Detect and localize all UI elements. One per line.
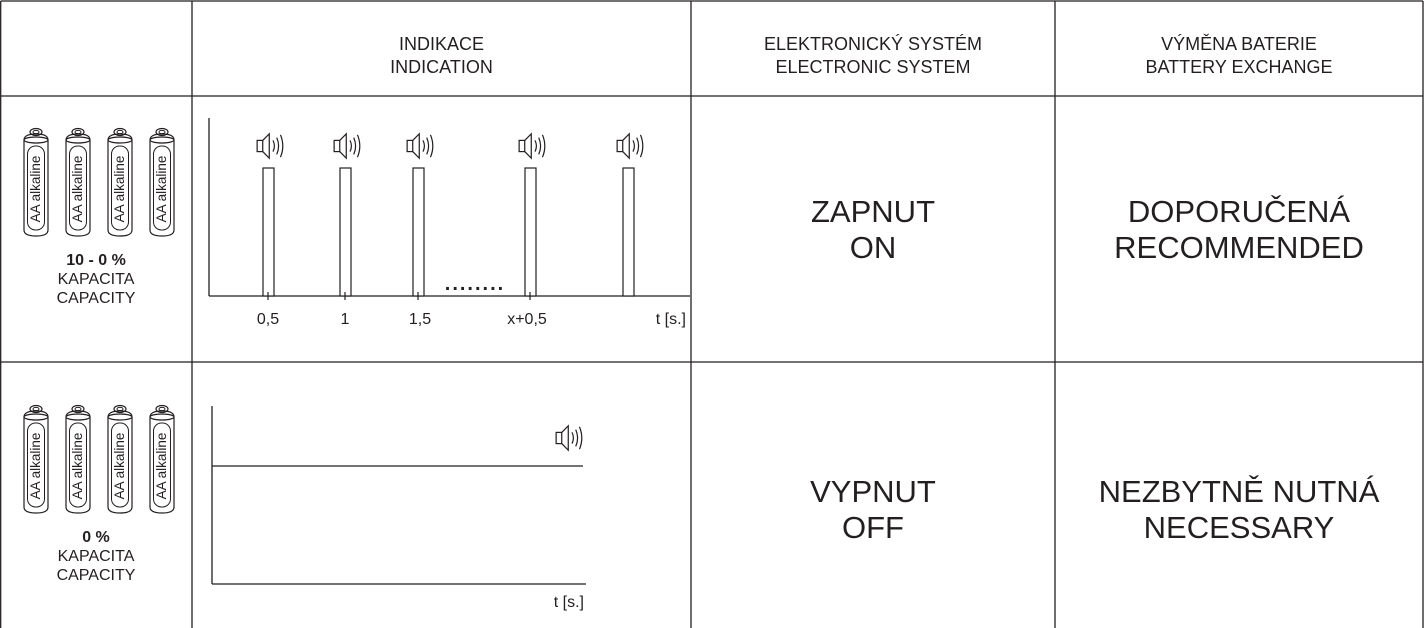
battery-label: AA alkaline — [70, 156, 85, 223]
system-status-en: ON — [849, 230, 897, 265]
exchange-status-en: NECESSARY — [1143, 510, 1335, 545]
exchange-status-cs: DOPORUČENÁ — [1127, 194, 1351, 229]
battery-label: AA alkaline — [28, 433, 43, 500]
capacity-label-en: CAPACITY — [56, 290, 136, 307]
tick-label: 1,5 — [409, 311, 431, 328]
continuation-dots: ........ — [445, 273, 505, 295]
capacity-percent: 10 - 0 % — [66, 252, 126, 269]
exchange-status-en: RECOMMENDED — [1114, 230, 1364, 265]
capacity-caption-row1: 10 - 0 % KAPACITA CAPACITY — [0, 251, 192, 308]
header-indication: INDIKACE INDICATION — [192, 33, 691, 79]
system-status-row1: ZAPNUT ON — [691, 194, 1055, 266]
capacity-label-en: CAPACITY — [56, 567, 136, 584]
battery-label: AA alkaline — [154, 156, 169, 223]
battery-label: AA alkaline — [154, 433, 169, 500]
speaker-icon — [518, 133, 546, 159]
header-battery-cs: VÝMĚNA BATERIE — [1161, 34, 1317, 54]
tick-label: 1 — [341, 311, 350, 328]
diagram-axes — [208, 118, 690, 297]
header-battery: VÝMĚNA BATERIE BATTERY EXCHANGE — [1055, 33, 1423, 79]
pulse-bars — [262, 167, 635, 297]
header-system-cs: ELEKTRONICKÝ SYSTÉM — [763, 34, 983, 54]
speaker-icon — [406, 133, 434, 159]
battery-label: AA alkaline — [28, 156, 43, 223]
pulse-bar — [622, 167, 635, 297]
pulse-bar — [339, 167, 352, 297]
header-battery-en: BATTERY EXCHANGE — [1145, 57, 1333, 77]
battery-group-row1: AA alkaline AA alkaline AA alkaline AA a… — [23, 127, 175, 237]
pulse-bar — [524, 167, 537, 297]
speaker-icon — [616, 133, 644, 159]
header-indication-cs: INDIKACE — [398, 34, 485, 54]
pulse-bar — [412, 167, 425, 297]
exchange-status-row1: DOPORUČENÁ RECOMMENDED — [1055, 194, 1423, 266]
battery-label: AA alkaline — [112, 433, 127, 500]
system-status-cs: VYPNUT — [810, 474, 936, 509]
header-indication-en: INDICATION — [390, 57, 493, 77]
x-axis-label: t [s.] — [656, 311, 686, 328]
exchange-status-cs: NEZBYTNĚ NUTNÁ — [1098, 474, 1380, 509]
exchange-status-row2: NEZBYTNĚ NUTNÁ NECESSARY — [1055, 474, 1423, 546]
system-status-en: OFF — [842, 510, 904, 545]
pulse-diagram: 0,5 1 1,5 x+0,5 t [s.] ........ — [208, 118, 690, 328]
capacity-percent: 0 % — [82, 529, 110, 546]
system-status-row2: VYPNUT OFF — [691, 474, 1055, 546]
capacity-label-cs: KAPACITA — [57, 271, 135, 288]
pulse-bar — [262, 167, 275, 297]
speaker-icon — [256, 133, 284, 159]
battery-label: AA alkaline — [112, 156, 127, 223]
system-status-cs: ZAPNUT — [811, 194, 935, 229]
tick-label: x+0,5 — [507, 311, 547, 328]
continuous-tone-diagram: t [s.] — [211, 406, 586, 611]
battery-group-row2: AA alkaline AA alkaline AA alkaline AA a… — [23, 404, 175, 514]
x-ticks — [267, 292, 531, 300]
speaker-icon — [555, 425, 583, 451]
speaker-icon — [333, 133, 361, 159]
capacity-caption-row2: 0 % KAPACITA CAPACITY — [0, 528, 192, 585]
x-axis-label: t [s.] — [554, 594, 584, 611]
tick-label: 0,5 — [257, 311, 279, 328]
diagram-axes — [211, 406, 586, 585]
header-system: ELEKTRONICKÝ SYSTÉM ELECTRONIC SYSTEM — [691, 33, 1055, 79]
battery-label: AA alkaline — [70, 433, 85, 500]
capacity-label-cs: KAPACITA — [57, 548, 135, 565]
header-system-en: ELECTRONIC SYSTEM — [775, 57, 971, 77]
